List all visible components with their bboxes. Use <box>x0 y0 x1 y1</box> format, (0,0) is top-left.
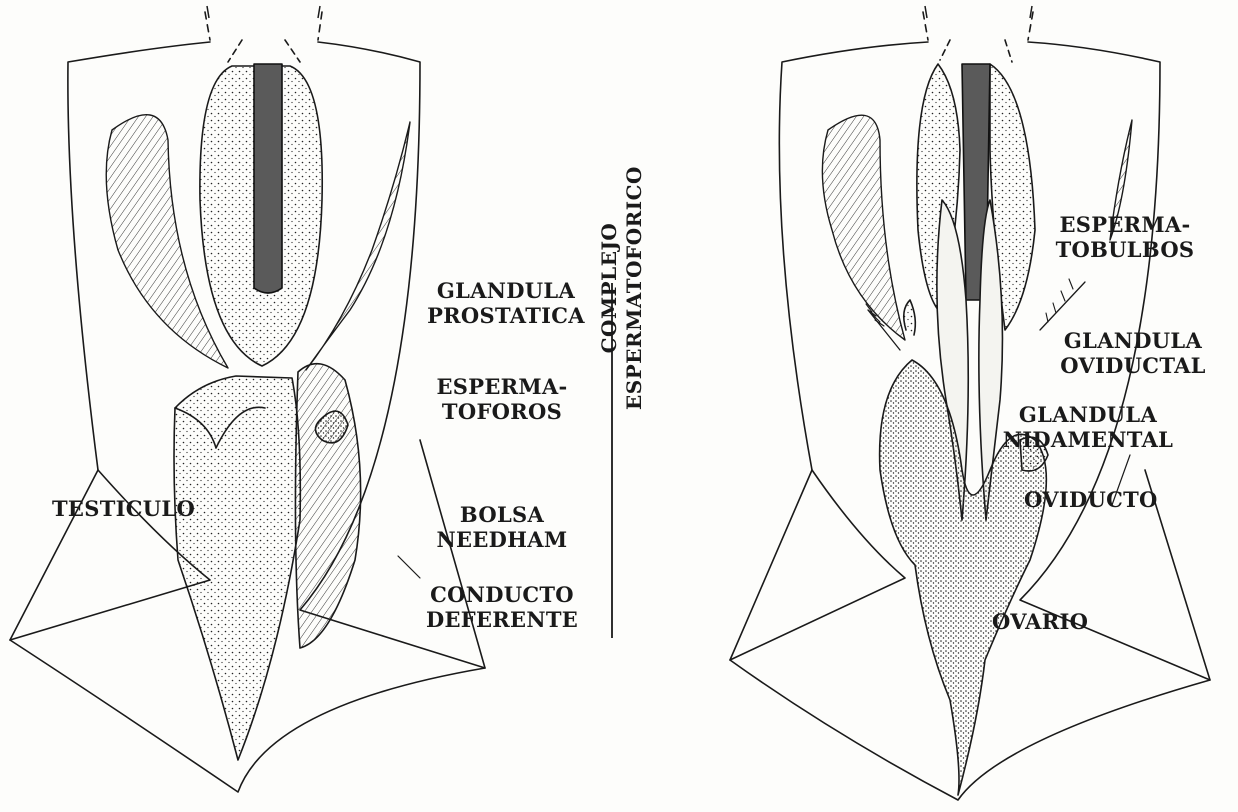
cut-marks <box>207 6 1032 18</box>
label-glandula-prostatica-line1: GLANDULA <box>408 278 604 303</box>
label-ovario-text: OVARIO <box>992 609 1088 634</box>
label-complejo-line1: COMPLEJO <box>597 118 622 458</box>
label-oviducto-text: OVIDUCTO <box>1024 487 1158 512</box>
label-espermatoforos: ESPERMA- TOFOROS <box>404 374 600 424</box>
label-glandula-oviductal-line2: OVIDUCTAL <box>1036 353 1230 378</box>
label-glandula-prostatica-line2: PROSTATICA <box>408 303 604 328</box>
label-glandula-nidamental-line2: NIDAMENTAL <box>998 427 1178 452</box>
label-espermatobulbos-line2: TOBULBOS <box>1030 237 1220 262</box>
label-glandula-prostatica: GLANDULA PROSTATICA <box>408 278 604 328</box>
label-espermatobulbos-line1: ESPERMA- <box>1030 212 1220 237</box>
label-espermatobulbos: ESPERMA- TOBULBOS <box>1030 212 1220 262</box>
label-conducto-deferente-line2: DEFERENTE <box>404 607 600 632</box>
label-complejo-line2: ESPERMATOFORICO <box>622 118 647 458</box>
label-glandula-oviductal-line1: GLANDULA <box>1036 328 1230 353</box>
label-glandula-nidamental: GLANDULA NIDAMENTAL <box>998 402 1178 452</box>
label-espermatoforos-line2: TOFOROS <box>404 399 600 424</box>
label-testiculo: TESTICULO <box>52 496 195 521</box>
label-ovario: OVARIO <box>992 609 1088 634</box>
label-bolsa-needham: BOLSA NEEDHAM <box>404 502 600 552</box>
label-complejo-espermatoforico: COMPLEJO ESPERMATOFORICO <box>597 118 647 458</box>
label-glandula-oviductal: GLANDULA OVIDUCTAL <box>1036 328 1230 378</box>
label-bolsa-needham-line2: NEEDHAM <box>404 527 600 552</box>
label-conducto-deferente-line1: CONDUCTO <box>404 582 600 607</box>
label-conducto-deferente: CONDUCTO DEFERENTE <box>404 582 600 632</box>
label-espermatoforos-line1: ESPERMA- <box>404 374 600 399</box>
label-testiculo-text: TESTICULO <box>52 496 195 521</box>
label-oviducto: OVIDUCTO <box>1024 487 1158 512</box>
label-bolsa-needham-line1: BOLSA <box>404 502 600 527</box>
label-glandula-nidamental-line1: GLANDULA <box>998 402 1178 427</box>
